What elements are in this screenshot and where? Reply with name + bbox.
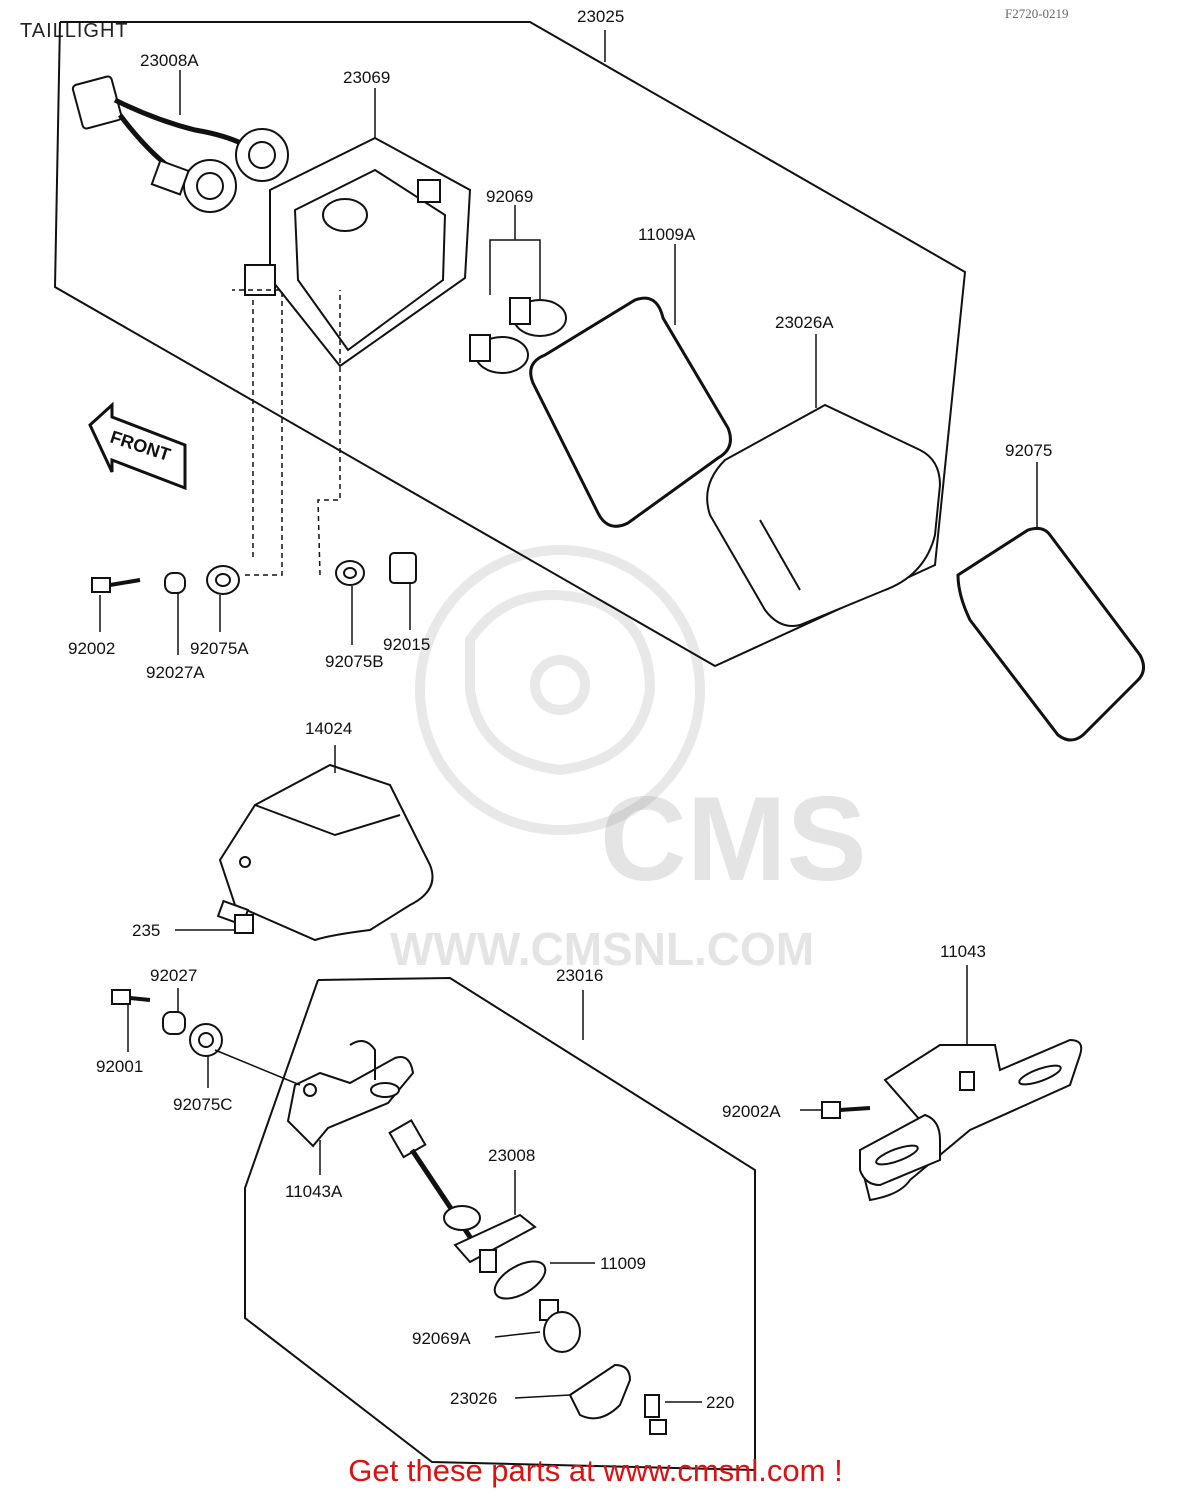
part-label-23026A: 23026A bbox=[775, 313, 834, 332]
part-label-11009A: 11009A bbox=[638, 225, 696, 244]
bolt-92002A bbox=[821, 1101, 871, 1119]
part-label-92075C: 92075C bbox=[173, 1095, 233, 1114]
bulb-pair-92069 bbox=[469, 297, 567, 374]
fastener-row-lower bbox=[111, 989, 223, 1057]
assembly-outline-23025 bbox=[53, 21, 967, 668]
part-label-23069: 23069 bbox=[343, 68, 391, 87]
part-label-11009: 11009 bbox=[600, 1254, 647, 1273]
gasket-11009 bbox=[493, 1260, 547, 1300]
part-label-92075B: 92075B bbox=[325, 652, 384, 671]
part-label-23008: 23008 bbox=[488, 1146, 536, 1165]
cms-watermark bbox=[415, 545, 705, 835]
part-label-92027: 92027 bbox=[150, 966, 198, 985]
part-label-23026: 23026 bbox=[450, 1389, 498, 1408]
part-label-23025: 23025 bbox=[577, 7, 625, 26]
part-label-92001: 92001 bbox=[96, 1057, 144, 1076]
part-label-220: 220 bbox=[706, 1393, 735, 1412]
screw-235 bbox=[216, 899, 254, 934]
part-label-92002: 92002 bbox=[68, 639, 116, 658]
part-label-92027A: 92027A bbox=[146, 663, 205, 682]
gasket-11009A bbox=[529, 296, 732, 528]
cms-watermark-text: CMS WWW.CMSNL.COM bbox=[390, 772, 867, 975]
part-label-92075A: 92075A bbox=[190, 639, 249, 658]
part-label-92069: 92069 bbox=[486, 187, 534, 206]
bracket-11043A bbox=[286, 1040, 415, 1148]
lamp-housing-23069 bbox=[244, 136, 472, 368]
figure-code: F2720-0219 bbox=[1005, 6, 1069, 21]
gasket-92075 bbox=[956, 526, 1145, 742]
license-bracket-11043 bbox=[858, 1038, 1083, 1202]
part-label-235: 235 bbox=[132, 921, 161, 940]
screw-220 bbox=[644, 1394, 667, 1435]
watermark-brand: CMS bbox=[600, 772, 867, 906]
front-direction-arrow: FRONT bbox=[88, 401, 187, 491]
dashed-assembly-lines-upper bbox=[232, 289, 341, 576]
part-label-92002A: 92002A bbox=[722, 1102, 781, 1121]
watermark-url: WWW.CMSNL.COM bbox=[390, 923, 814, 975]
leader-lines bbox=[99, 30, 1038, 1403]
part-label-92069A: 92069A bbox=[412, 1329, 471, 1348]
cover-14024 bbox=[218, 763, 434, 942]
part-label-11043: 11043 bbox=[940, 942, 987, 961]
part-label-23016: 23016 bbox=[556, 966, 604, 985]
part-label-23008A: 23008A bbox=[140, 51, 199, 70]
part-label-92075: 92075 bbox=[1005, 441, 1053, 460]
socket-23008 bbox=[388, 1119, 537, 1273]
bulb-92069A bbox=[539, 1299, 581, 1353]
footer-link[interactable]: Get these parts at www.cmsnl.com ! bbox=[348, 1453, 843, 1488]
part-label-11043A: 11043A bbox=[285, 1182, 343, 1201]
fastener-row-upper bbox=[91, 552, 417, 595]
lens-23026A bbox=[706, 403, 942, 627]
assembly-outline-23016 bbox=[244, 976, 756, 1472]
wiring-harness-23008A bbox=[71, 75, 289, 213]
part-label-92015: 92015 bbox=[383, 635, 431, 654]
lens-23026 bbox=[568, 1363, 632, 1420]
diagram-title: TAILLIGHT bbox=[20, 20, 129, 42]
part-label-14024: 14024 bbox=[305, 719, 353, 738]
